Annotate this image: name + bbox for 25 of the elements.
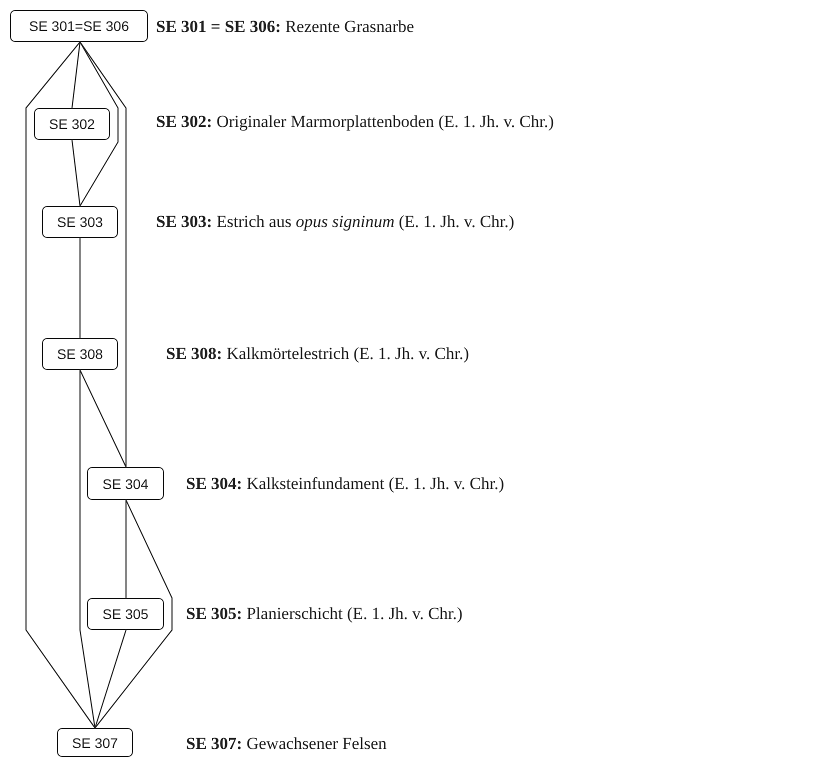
unit-description: SE 304: Kalksteinfundament (E. 1. Jh. v. Chr.) (186, 474, 504, 494)
unit-box: SE 301=SE 306 (10, 10, 148, 42)
unit-box: SE 303 (42, 206, 118, 238)
unit-box: SE 305 (87, 598, 164, 630)
unit-description: SE 301 = SE 306: Rezente Grasnarbe (156, 17, 414, 37)
connector-line (80, 42, 127, 467)
unit-box: SE 302 (34, 108, 110, 140)
connector-line (125, 500, 127, 598)
connector-line (80, 42, 119, 206)
connector-line (71, 140, 81, 206)
connector-line (79, 370, 96, 728)
connector-line (94, 500, 173, 728)
unit-box: SE 304 (87, 467, 164, 500)
unit-description: SE 302: Originaler Marmorplattenboden (E. 1. Jh. v. Chr.) (156, 112, 554, 132)
connector-line (25, 42, 96, 728)
connector-line (80, 370, 126, 468)
connector-line (94, 630, 127, 728)
unit-box: SE 308 (42, 338, 118, 370)
connector-line (71, 42, 81, 108)
unit-description: SE 308: Kalkmörtelestrich (E. 1. Jh. v. Chr.) (166, 344, 469, 364)
connector-line (79, 238, 81, 338)
unit-description: SE 303: Estrich aus opus signinum (E. 1. Jh. v. Chr.) (156, 212, 514, 232)
unit-description: SE 307: Gewachsener Felsen (186, 734, 387, 754)
unit-box: SE 307 (57, 728, 133, 757)
unit-description: SE 305: Planierschicht (E. 1. Jh. v. Chr.) (186, 604, 463, 624)
